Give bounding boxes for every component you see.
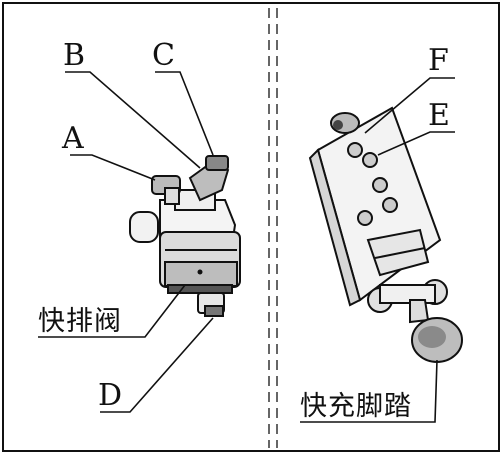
leader-line-c	[155, 71, 214, 156]
leader-line-a	[70, 154, 156, 181]
leader-line-d	[100, 317, 214, 413]
caption-quick-fill-pedal: 快充脚踏	[300, 391, 412, 422]
leader-line-b	[65, 71, 201, 169]
callout-label-c: C	[152, 38, 175, 73]
callout-label-d: D	[98, 378, 122, 413]
leader-line-e	[377, 131, 455, 156]
leader-line-f	[364, 77, 455, 134]
caption-quick-exhaust-valve: 快排阀	[38, 306, 122, 337]
callout-label-b: B	[63, 38, 85, 73]
callout-label-f: F	[428, 43, 449, 78]
leader-line-caption-right	[300, 359, 438, 423]
leader-line-caption-left	[38, 284, 186, 338]
callout-label-e: E	[428, 98, 450, 133]
quick-fill-pedal-drawing	[308, 106, 463, 363]
quick-exhaust-valve-drawing	[129, 155, 241, 317]
callout-label-a: A	[61, 121, 84, 156]
